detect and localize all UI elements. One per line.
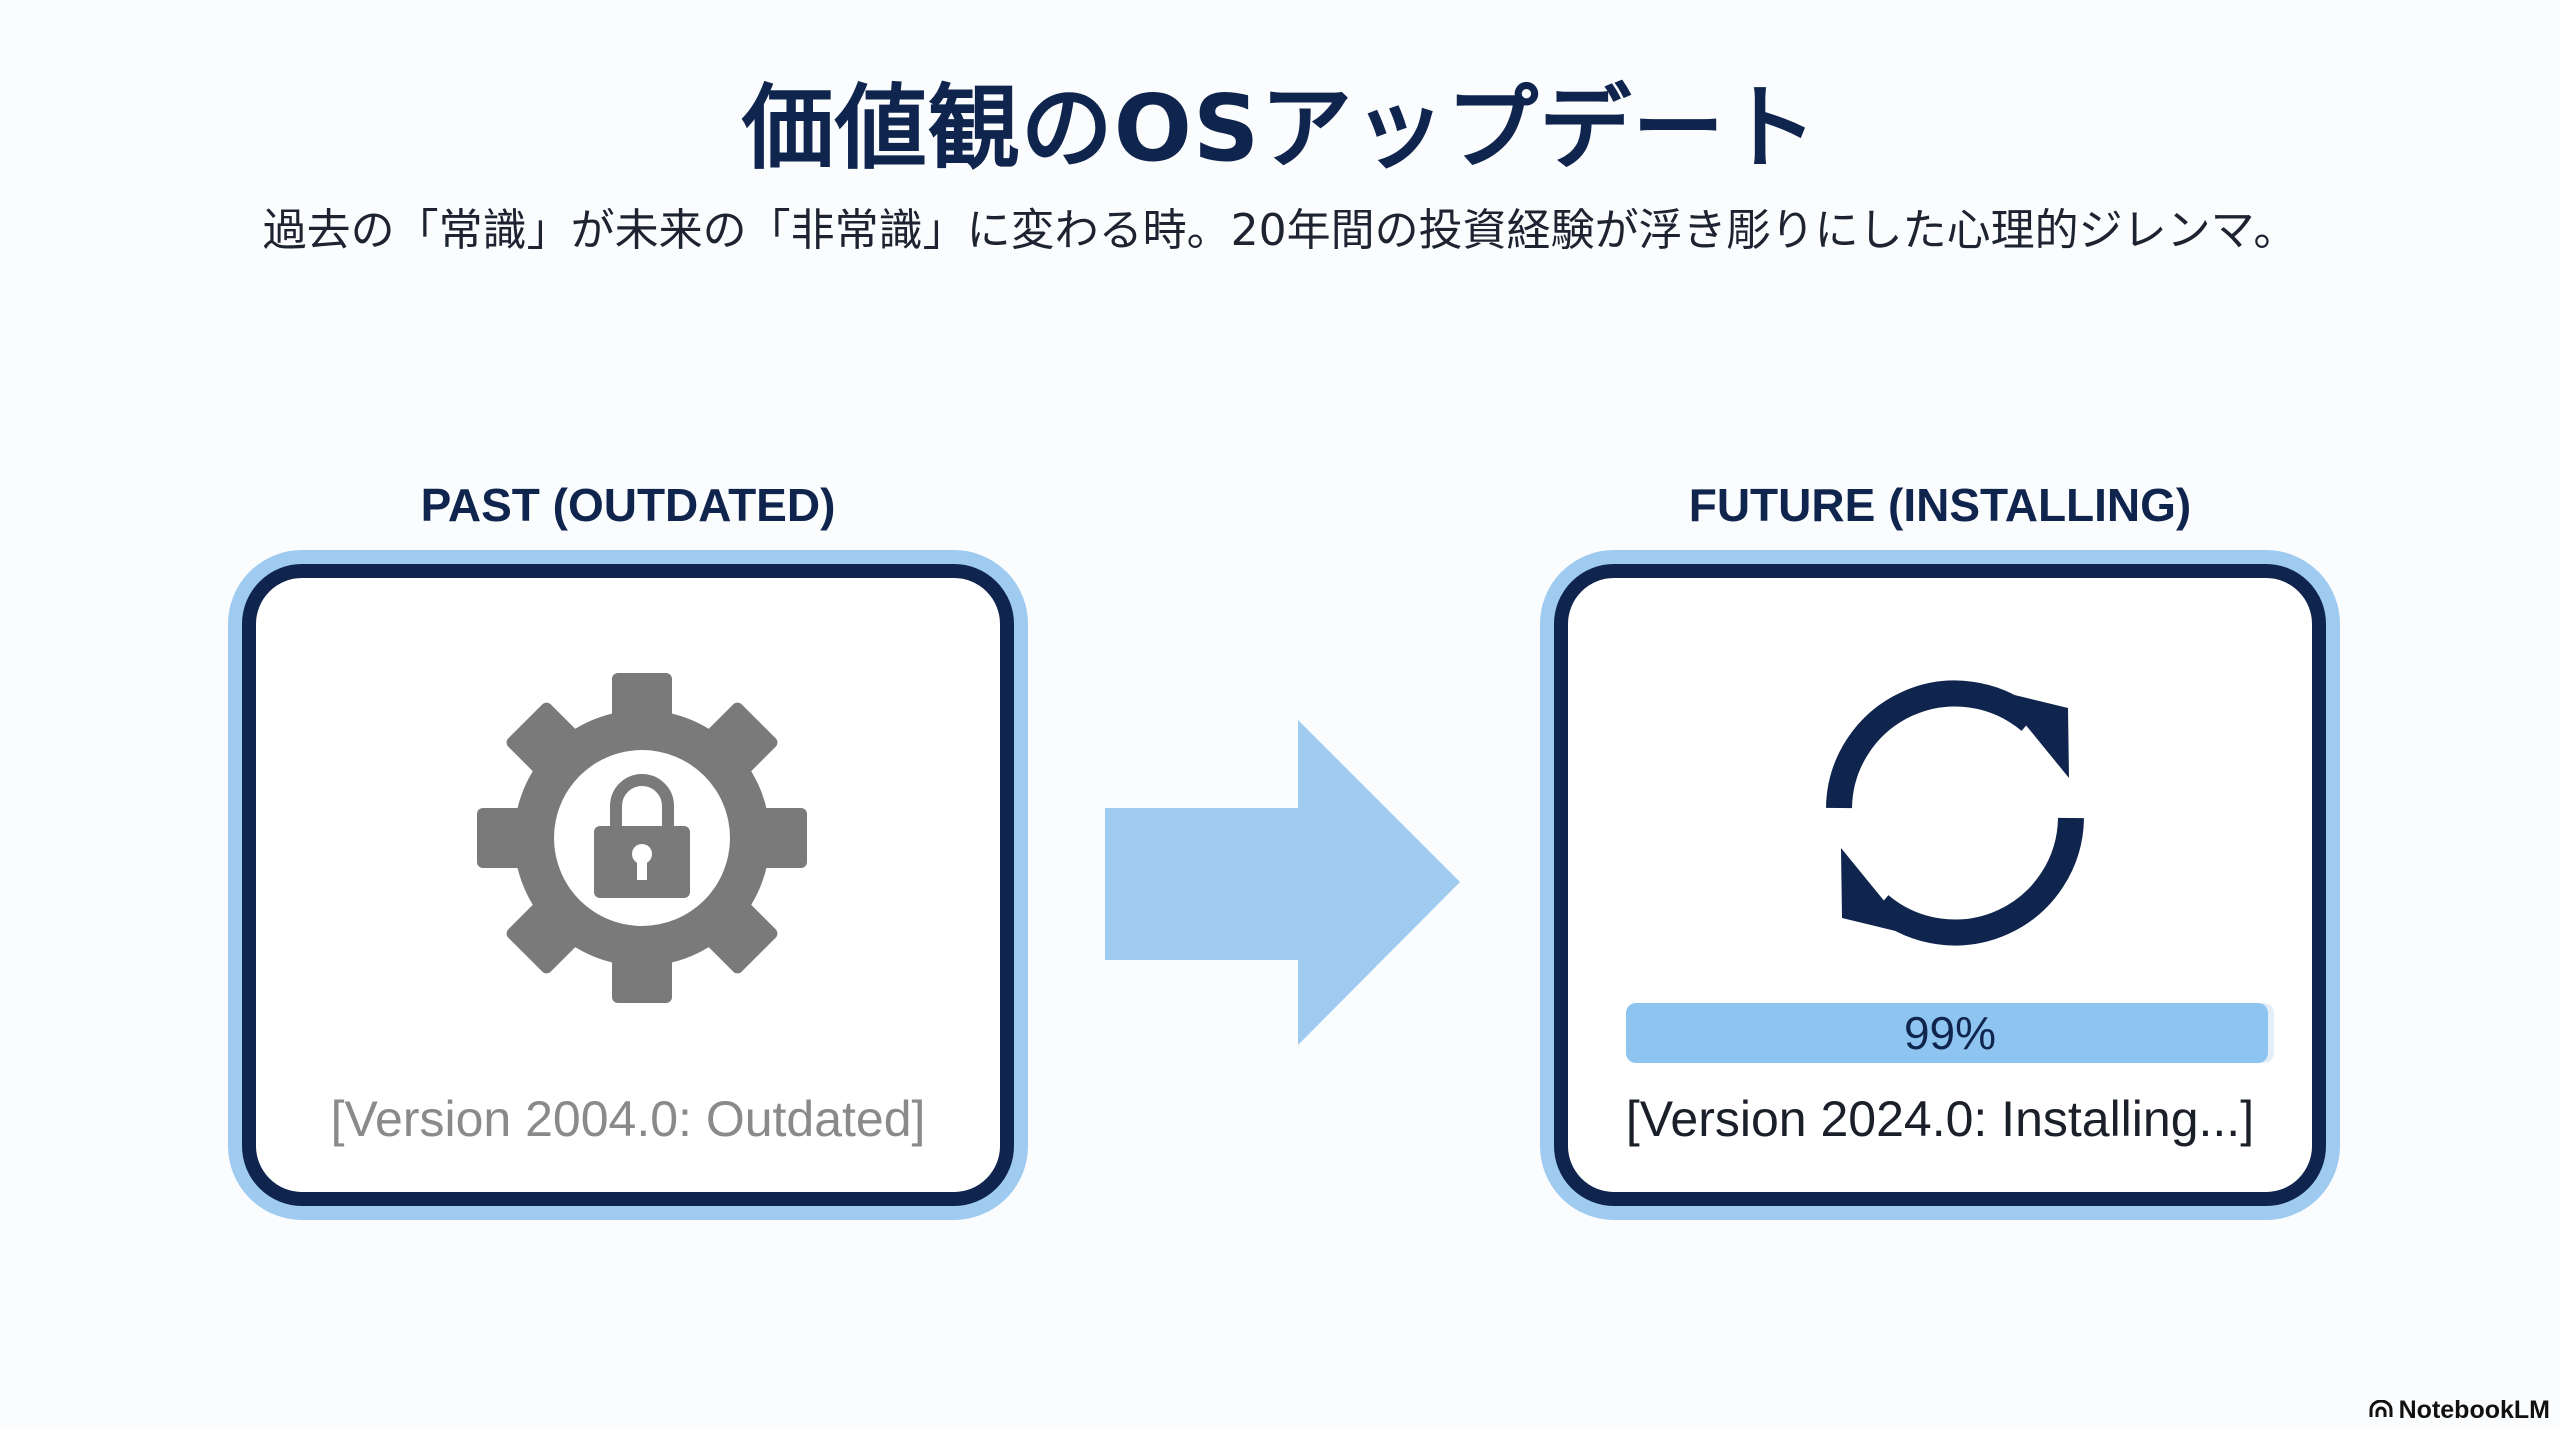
notebooklm-brand: NotebookLM	[2369, 1396, 2550, 1425]
past-version-text: [Version 2004.0: Outdated]	[330, 1091, 926, 1147]
install-progress-fill	[1626, 1003, 2268, 1063]
slide-subtitle: 過去の「常識」が未来の「非常識」に変わる時。20年間の投資経験が浮き彫りにした心…	[262, 205, 2298, 256]
past-panel: [Version 2004.0: Outdated]	[228, 550, 1028, 1220]
brand-name: NotebookLM	[2398, 1396, 2550, 1424]
future-panel: 99% [Version 2024.0: Installing...]	[1540, 550, 2340, 1220]
gear-with-lock-svg	[477, 673, 807, 1003]
notebooklm-logo-svg	[2369, 1399, 2393, 1417]
sync-icon	[1815, 673, 2095, 953]
past-panel-inner: [Version 2004.0: Outdated]	[242, 564, 1014, 1206]
right-arrow-icon	[1105, 720, 1465, 1045]
install-progress-label: 99%	[1903, 1007, 1997, 1059]
slide-title: 価値観のOSアップデート	[741, 75, 1819, 182]
past-panel-label: PAST (OUTDATED)	[420, 479, 836, 531]
future-panel-label: FUTURE (INSTALLING)	[1688, 479, 2192, 531]
sync-svg	[1826, 680, 2084, 946]
install-progress-bar: 99%	[1626, 1003, 2274, 1063]
right-arrow-svg	[1105, 720, 1460, 1045]
notebooklm-logo-icon	[2369, 1396, 2393, 1425]
future-version-text: [Version 2024.0: Installing...]	[1625, 1091, 2255, 1147]
gear-with-lock-icon	[477, 673, 807, 1003]
future-panel-inner: 99% [Version 2024.0: Installing...]	[1554, 564, 2326, 1206]
